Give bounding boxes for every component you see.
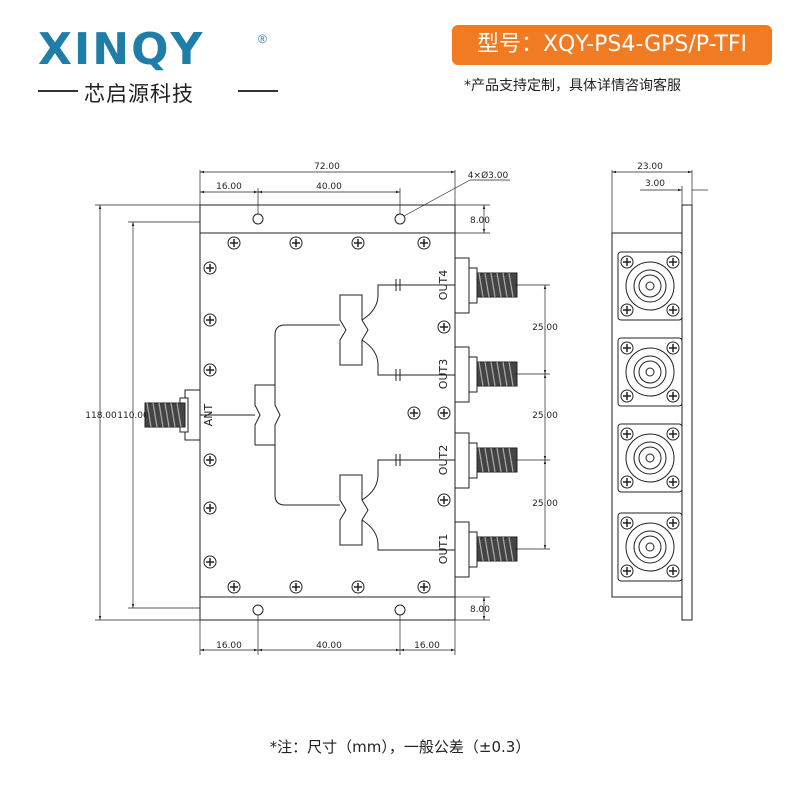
dimension-values: 72.00 16.00 40.00 4×Ø3.00 8.00 8.00 118.… — [85, 162, 665, 651]
out2-label: OUT2 — [437, 445, 450, 475]
divider-line — [38, 90, 78, 92]
out1-connector — [454, 521, 518, 578]
side-port-4 — [617, 251, 683, 321]
dim-holes: 4×Ø3.00 — [468, 170, 509, 181]
brand-subtitle: 芯启源科技 — [38, 78, 278, 106]
dim-top-margin: 8.00 — [470, 216, 490, 226]
dim-side-flange: 3.00 — [645, 179, 665, 189]
dim-bottom-margin: 8.00 — [470, 605, 490, 615]
dim-top-hole-spacing: 40.00 — [316, 182, 342, 192]
brand-logo: XINQY ® 芯启源科技 — [38, 24, 278, 106]
out1-label: OUT1 — [437, 534, 450, 564]
out2-connector — [454, 432, 518, 489]
dim-bottom-hole-spacing: 40.00 — [316, 641, 342, 651]
side-port-1 — [617, 512, 683, 582]
side-port-2 — [617, 423, 683, 493]
ant-connector — [144, 389, 201, 441]
brand-logo-text: XINQY — [38, 24, 205, 75]
model-number-badge: 型号：XQY-PS4-GPS/P-TFI — [452, 25, 772, 65]
output-connectors — [454, 257, 518, 578]
brand-name-cn: 芯启源科技 — [84, 82, 194, 106]
registered-mark: ® — [258, 32, 267, 46]
dim-bottom-right-offset: 16.00 — [414, 641, 440, 651]
out3-label: OUT3 — [437, 359, 450, 389]
mounting-holes — [252, 213, 406, 616]
out3-connector — [454, 346, 518, 403]
customization-note: *产品支持定制，具体详情咨询客服 — [464, 78, 681, 94]
divider-line — [238, 90, 278, 92]
dim-side-width: 23.00 — [637, 162, 663, 172]
dim-port-pitch-1: 25.00 — [532, 323, 558, 333]
tolerance-footnote: *注：尺寸（mm），一般公差（±0.3） — [269, 738, 531, 756]
dim-port-pitch-2: 25.00 — [532, 411, 558, 421]
ant-label: ANT — [202, 403, 215, 426]
dim-port-pitch-3: 25.00 — [532, 499, 558, 509]
dim-top-left-offset: 16.00 — [216, 182, 242, 192]
circuit-traces — [200, 279, 460, 551]
out4-connector — [454, 257, 518, 314]
side-view-ports — [617, 251, 683, 582]
dim-outer-height: 118.00 — [85, 411, 117, 421]
dim-inner-height: 110.00 — [117, 411, 149, 421]
dim-bottom-left-offset: 16.00 — [216, 641, 242, 651]
out4-label: OUT4 — [437, 270, 450, 300]
dim-total-width: 72.00 — [314, 162, 340, 172]
side-port-3 — [617, 337, 683, 407]
dimension-lines — [95, 170, 550, 655]
